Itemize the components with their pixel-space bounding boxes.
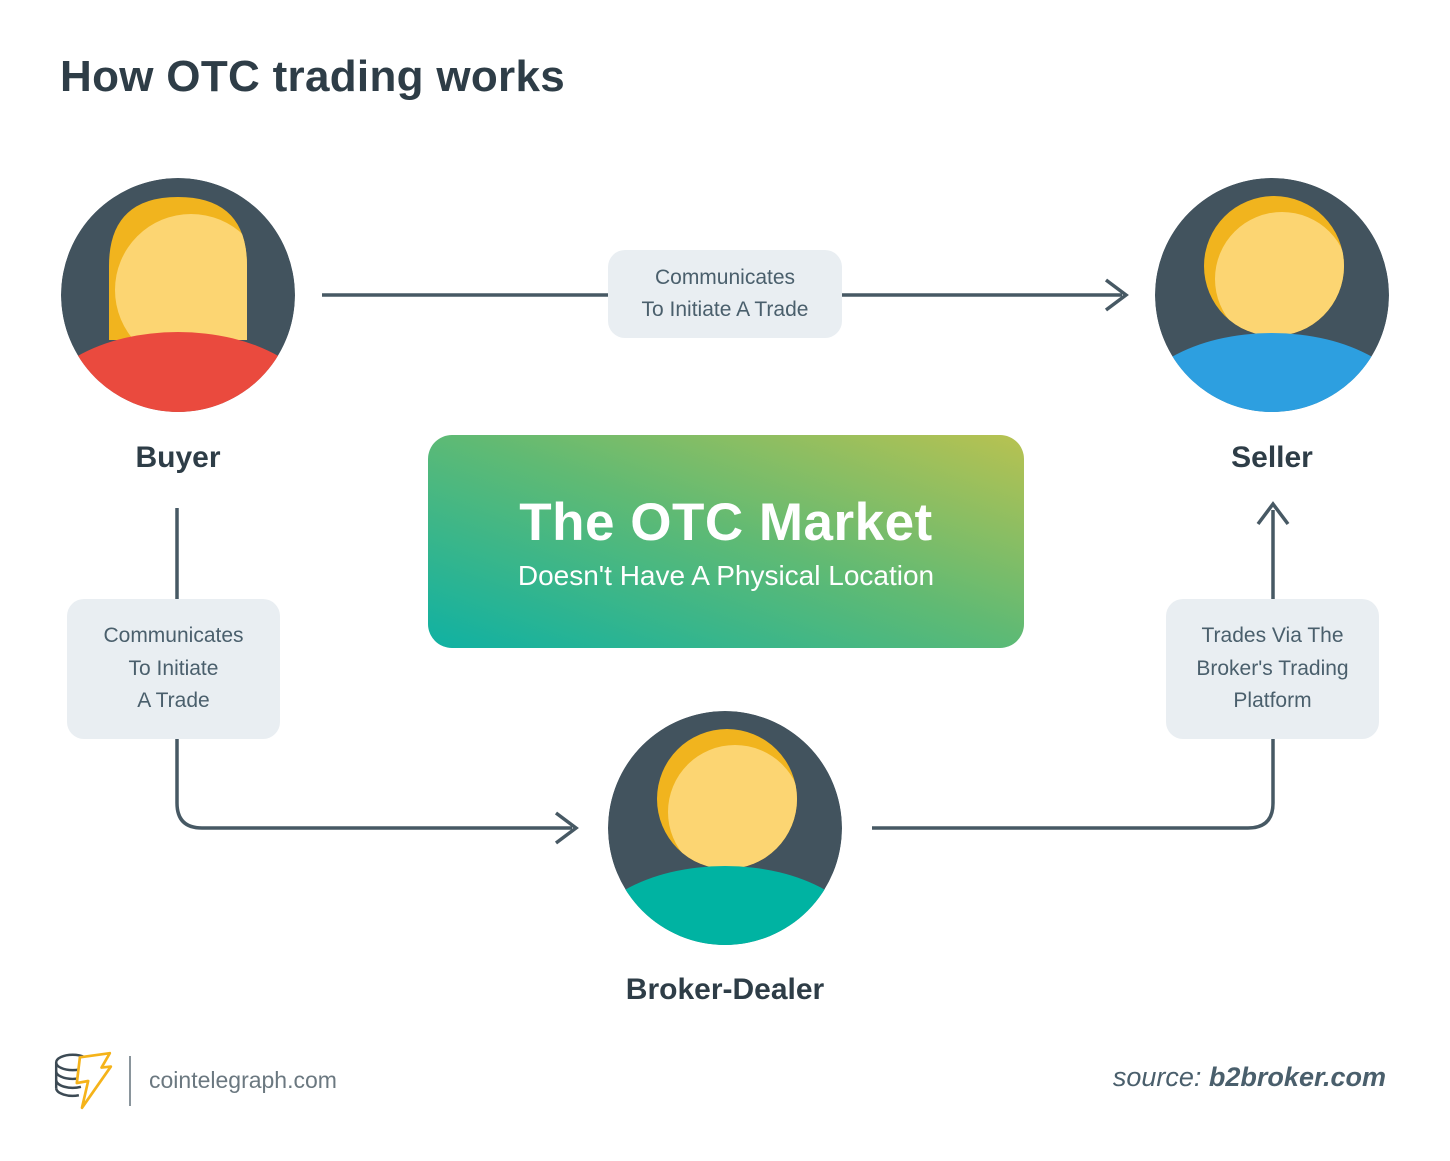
arrow-broker-to-seller [872, 510, 1275, 830]
note-buyer-to-broker: Communicates To Initiate A Trade [67, 599, 280, 739]
seller-avatar [1155, 178, 1389, 412]
source-value: b2broker.com [1208, 1062, 1386, 1092]
arrowhead-buyer-to-broker [554, 811, 579, 845]
broker-dealer-avatar [608, 711, 842, 945]
note-line: Communicates [103, 624, 244, 648]
note-line: A Trade [137, 689, 210, 713]
lightning-bolt-icon [75, 1051, 113, 1110]
arrow-buyer-to-broker [175, 508, 572, 830]
buyer-shoulders [61, 332, 295, 412]
otc-market-title: The OTC Market [519, 492, 933, 552]
arrowhead-broker-to-seller [1256, 501, 1290, 526]
broker-shoulders [608, 866, 842, 945]
seller-shoulders [1155, 333, 1389, 412]
note-line: Trades Via The [1201, 624, 1344, 648]
broker-dealer-label: Broker-Dealer [625, 973, 825, 1006]
source-prefix: source: [1112, 1062, 1209, 1092]
note-line: Broker's Trading [1196, 656, 1349, 680]
otc-market-subtitle: Doesn't Have A Physical Location [517, 559, 935, 591]
broker-face [668, 745, 797, 869]
buyer-avatar [61, 178, 295, 412]
note-line: Communicates [654, 265, 796, 289]
seller-label: Seller [1231, 441, 1313, 474]
otc-market-box: The OTC Market Doesn't Have A Physical L… [428, 435, 1024, 648]
cointelegraph-logo-icon [54, 1051, 113, 1110]
note-broker-to-seller: Trades Via The Broker's Trading Platform [1166, 599, 1379, 739]
footer-divider [129, 1056, 131, 1106]
note-line: Platform [1233, 689, 1312, 713]
page-title: How OTC trading works [60, 52, 565, 101]
arrowhead-buyer-to-seller [1104, 278, 1129, 312]
buyer-face [115, 214, 247, 340]
note-line: To Initiate A Trade [641, 298, 809, 321]
seller-face [1215, 212, 1344, 336]
buyer-label: Buyer [135, 441, 221, 474]
note-line: To Initiate [128, 656, 219, 680]
footer-brand: cointelegraph.com [149, 1067, 337, 1093]
footer-source: source: b2broker.com [1113, 1062, 1386, 1093]
note-buyer-to-seller: Communicates To Initiate A Trade [608, 250, 842, 338]
